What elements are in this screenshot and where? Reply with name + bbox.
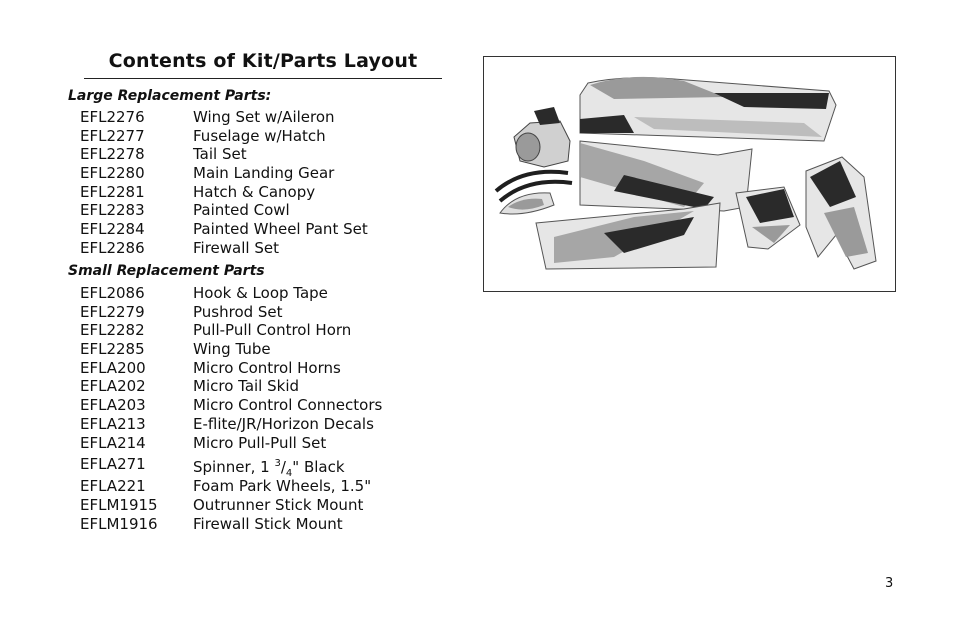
list-item: EFL2277 Fuselage w/Hatch: [80, 127, 410, 146]
part-code: EFL2279: [80, 302, 145, 321]
small-parts-heading: Small Replacement Parts: [68, 263, 265, 279]
part-description: Micro Control Connectors: [193, 396, 383, 415]
kit-parts-illustration: [494, 76, 877, 270]
list-item: EFL2282 Pull-Pull Control Horn: [80, 321, 410, 340]
part-code: EFL2282: [80, 321, 145, 340]
list-item: EFL2281 Hatch & Canopy: [80, 183, 410, 202]
part-description: Painted Cowl: [193, 201, 290, 220]
part-code: EFL2281: [80, 182, 145, 201]
list-item: EFLA214 Micro Pull-Pull Set: [80, 434, 410, 453]
part-description: Painted Wheel Pant Set: [193, 220, 368, 239]
title-underline: [84, 78, 442, 79]
kit-parts-photo: [483, 56, 896, 292]
spinner-desc-prefix: Spinner, 1: [193, 458, 275, 477]
list-item: EFLA200 Micro Control Horns: [80, 359, 410, 378]
cowl-part: [513, 107, 571, 168]
list-item: EFLA271 Spinner, 1 3/4" Black: [80, 452, 410, 479]
part-code: EFL2283: [80, 201, 145, 220]
part-code: EFL2284: [80, 220, 145, 239]
part-code: EFLA214: [80, 433, 146, 452]
part-description: Hatch & Canopy: [193, 182, 316, 201]
part-code: EFL2285: [80, 340, 145, 359]
list-item: EFL2279 Pushrod Set: [80, 303, 410, 322]
part-description: Hook & Loop Tape: [193, 284, 328, 302]
part-description: Micro Control Horns: [193, 358, 341, 377]
large-parts-list: EFL2276 Wing Set w/Aileron EFL2277 Fusel…: [80, 108, 410, 258]
part-code: EFLA202: [80, 377, 146, 396]
page-number: 3: [885, 576, 894, 591]
part-description: Pushrod Set: [193, 302, 283, 321]
fuselage-part: [579, 76, 837, 142]
list-item: EFL2280 Main Landing Gear: [80, 164, 410, 183]
list-item: EFL2286 Firewall Set: [80, 239, 410, 258]
list-item: EFLA213 E-flite/JR/Horizon Decals: [80, 415, 410, 434]
list-item: EFL2284 Painted Wheel Pant Set: [80, 220, 410, 239]
list-item: EFL2283 Painted Cowl: [80, 201, 410, 220]
list-item: EFLA221 Foam Park Wheels, 1.5": [80, 477, 410, 496]
wing-panel-upper: [579, 140, 753, 212]
fraction-denominator: 4: [285, 468, 293, 480]
spinner-desc-suffix: " Black: [292, 458, 345, 477]
large-parts-heading: Large Replacement Parts:: [68, 88, 272, 104]
list-item: EFL2278 Tail Set: [80, 145, 410, 164]
part-description: Spinner, 1 3/4" Black: [193, 458, 345, 480]
list-item: EFLA203 Micro Control Connectors: [80, 396, 410, 415]
list-item: EFLM1915 Outrunner Stick Mount: [80, 496, 410, 515]
list-item: EFL2285 Wing Tube: [80, 340, 410, 359]
fraction-numerator: 3: [274, 458, 281, 470]
horizontal-tail-part: [805, 156, 877, 270]
part-description: Pull-Pull Control Horn: [193, 321, 352, 340]
part-description: Wing Tube: [193, 340, 271, 359]
part-description: Tail Set: [193, 145, 247, 164]
part-description: Main Landing Gear: [193, 164, 335, 183]
part-code: EFL2276: [80, 108, 145, 126]
part-code: EFLA200: [80, 358, 146, 377]
part-description: Firewall Stick Mount: [193, 514, 343, 533]
part-code: EFL2278: [80, 145, 145, 164]
part-code: EFL2286: [80, 238, 145, 257]
list-item: EFLM1916 Firewall Stick Mount: [80, 515, 410, 534]
part-description: E-flite/JR/Horizon Decals: [193, 414, 374, 433]
part-code: EFLM1915: [80, 495, 158, 514]
small-parts-list: EFL2086 Hook & Loop Tape EFL2279 Pushrod…: [80, 284, 410, 533]
part-code: EFL2086: [80, 284, 145, 302]
part-code: EFLA271: [80, 455, 146, 474]
tail-piece: [735, 186, 801, 250]
part-code: EFL2280: [80, 164, 145, 183]
part-description: Micro Tail Skid: [193, 377, 300, 396]
part-code: EFLM1916: [80, 514, 158, 533]
part-code: EFLA203: [80, 396, 146, 415]
part-description: Foam Park Wheels, 1.5": [193, 477, 372, 496]
landing-gear-part: [494, 169, 573, 203]
part-code: EFL2277: [80, 126, 145, 145]
list-item: EFL2086 Hook & Loop Tape: [80, 284, 410, 303]
part-description: Micro Pull-Pull Set: [193, 433, 327, 452]
list-item: EFL2276 Wing Set w/Aileron: [80, 108, 410, 127]
part-description: Outrunner Stick Mount: [193, 495, 364, 514]
wheel-pant-part: [499, 192, 555, 215]
part-description: Firewall Set: [193, 238, 279, 257]
part-description: Wing Set w/Aileron: [193, 108, 335, 126]
list-item: EFLA202 Micro Tail Skid: [80, 377, 410, 396]
wing-panel-lower: [535, 202, 721, 270]
part-code: EFLA221: [80, 477, 146, 496]
page-title: Contents of Kit/Parts Layout: [108, 50, 418, 72]
part-description: Fuselage w/Hatch: [193, 126, 326, 145]
part-code: EFLA213: [80, 414, 146, 433]
